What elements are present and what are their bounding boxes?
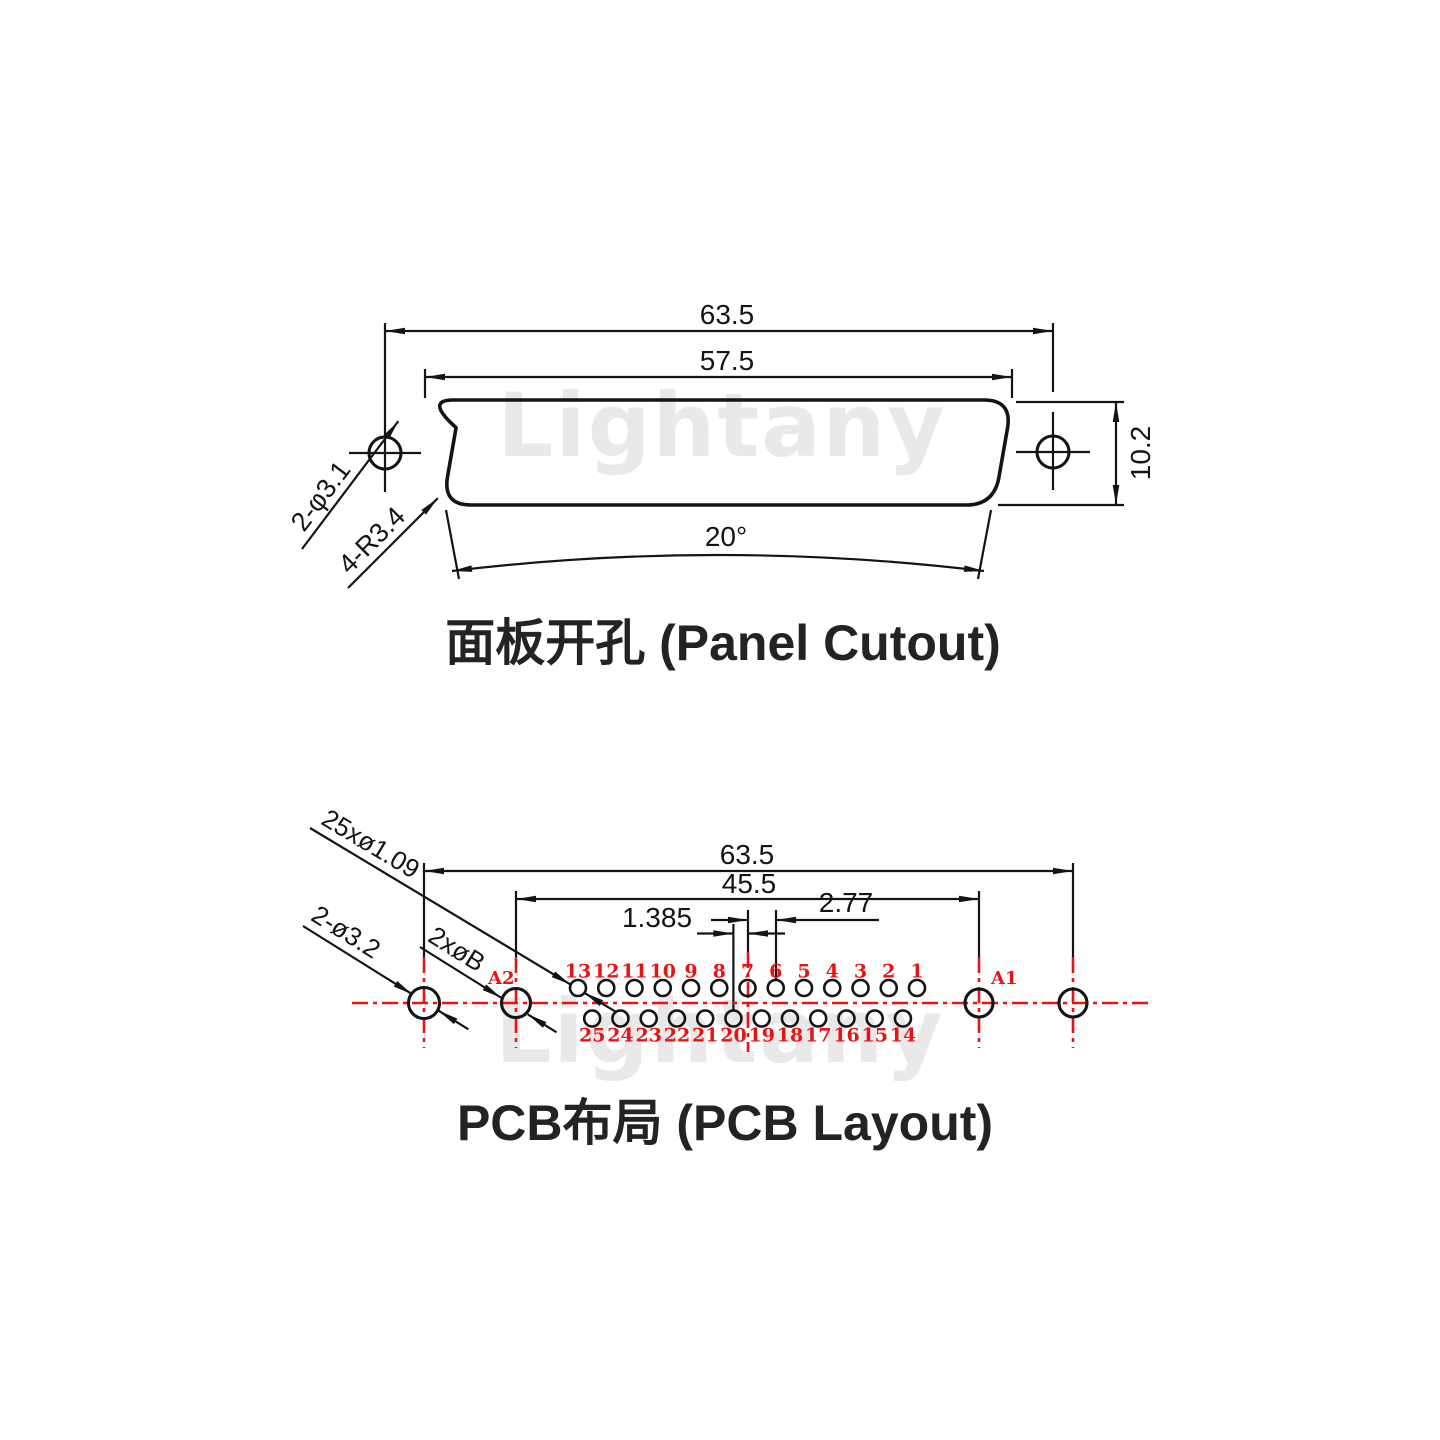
pin-number: 5: [797, 961, 810, 983]
pin-number: 15: [861, 1025, 887, 1047]
pin-hole: [752, 1009, 772, 1028]
pin-hole: [611, 1009, 630, 1028]
angle-extension-line: [444, 509, 461, 580]
pin-number: 22: [664, 1025, 690, 1047]
pin-number: 12: [593, 961, 619, 983]
hole-label-a2: A2: [487, 968, 515, 989]
pin-hole: [639, 1009, 659, 1028]
pin-hole: [822, 978, 842, 998]
pin-number: 19: [748, 1025, 774, 1047]
pin-number: 2: [882, 961, 895, 983]
pin-number: 10: [650, 961, 676, 983]
mount-hole-right: [1057, 987, 1089, 1019]
pin-hole: [653, 978, 673, 998]
leader-line: [309, 827, 572, 986]
pin-hole: [851, 978, 870, 998]
leader-corner-radius: 4-R3.4: [332, 497, 439, 589]
pin-hole: [879, 978, 899, 998]
pin-hole: [709, 978, 729, 998]
pin-hole: [596, 978, 616, 998]
pin-hole: [808, 1009, 828, 1028]
pin-number: 16: [833, 1025, 859, 1047]
pin-hole: [681, 978, 701, 998]
shell-hole-a2: [499, 986, 533, 1020]
pin-hole: [582, 1009, 602, 1028]
pin-hole: [738, 978, 757, 998]
leader-line: [301, 420, 400, 550]
label-pin-holes: 25xø1.09: [317, 803, 425, 885]
leader-line: [438, 1009, 469, 1031]
pin-hole: [893, 1009, 913, 1028]
pin-number: 3: [854, 961, 867, 983]
pin-hole: [667, 1009, 687, 1028]
leader-line: [347, 497, 439, 589]
pin-hole: [780, 1009, 800, 1028]
mount-hole-left: [406, 985, 442, 1021]
leader-line: [419, 946, 502, 999]
pin-number: 18: [777, 1025, 803, 1047]
pin-number: 7: [741, 961, 754, 983]
panel-cutout-view: 63.5 57.5 10.2 20° 2-φ3.1 4-R3.4: [285, 299, 1156, 671]
dim-pitch: 2.77: [819, 887, 874, 918]
pin-hole: [568, 978, 588, 998]
pin-number: 13: [565, 961, 591, 983]
pin-number: 4: [826, 961, 839, 983]
watermark-top: Lightany: [497, 374, 946, 477]
pin-number: 25: [579, 1025, 605, 1047]
panel-cutout-title: 面板开孔 (Panel Cutout): [445, 615, 1001, 671]
pin-number: 24: [607, 1025, 633, 1047]
pin-hole: [794, 978, 814, 998]
shell-hole-a1: [963, 987, 995, 1019]
pin-number: 21: [692, 1025, 718, 1047]
dim-outer-width: 63.5: [700, 299, 755, 330]
leader-line: [583, 991, 618, 1014]
pin-number: 1: [910, 961, 923, 983]
leader-line: [302, 925, 413, 996]
pin-hole: [695, 1009, 715, 1028]
angle-arc: [451, 553, 985, 573]
pin-number: 14: [890, 1025, 916, 1047]
pin-number: 17: [805, 1025, 831, 1047]
dim-half-pitch: 1.385: [622, 902, 692, 933]
dim-inner-width: 57.5: [700, 345, 755, 376]
angle-extension-line: [976, 509, 993, 580]
hole-label-a1: A1: [990, 968, 1018, 989]
pin-number: 20: [720, 1025, 746, 1047]
pin-hole: [837, 1009, 856, 1028]
dim-inner-width: 45.5: [722, 868, 777, 899]
pin-hole: [907, 978, 927, 998]
pin-number: 23: [635, 1025, 661, 1047]
pin-number: 6: [769, 961, 782, 983]
pcb-layout-title: PCB布局 (PCB Layout): [457, 1095, 993, 1151]
label-corner-radius: 4-R3.4: [332, 501, 411, 580]
pin-number: 11: [621, 961, 647, 983]
pin-hole: [625, 978, 644, 998]
dim-height: 10.2: [1125, 426, 1156, 481]
leader-line: [527, 1013, 558, 1034]
label-mount-holes: 2-ø3.2: [306, 899, 386, 964]
dim-outer-width: 63.5: [720, 839, 775, 870]
pin-hole: [724, 1009, 743, 1028]
pin-number: 9: [684, 961, 697, 983]
pin-hole: [766, 978, 786, 998]
pin-number: 8: [713, 961, 726, 983]
pin-hole: [865, 1009, 885, 1028]
panel-cutout-outline: [438, 398, 1010, 507]
dim-angle: 20°: [705, 521, 747, 552]
